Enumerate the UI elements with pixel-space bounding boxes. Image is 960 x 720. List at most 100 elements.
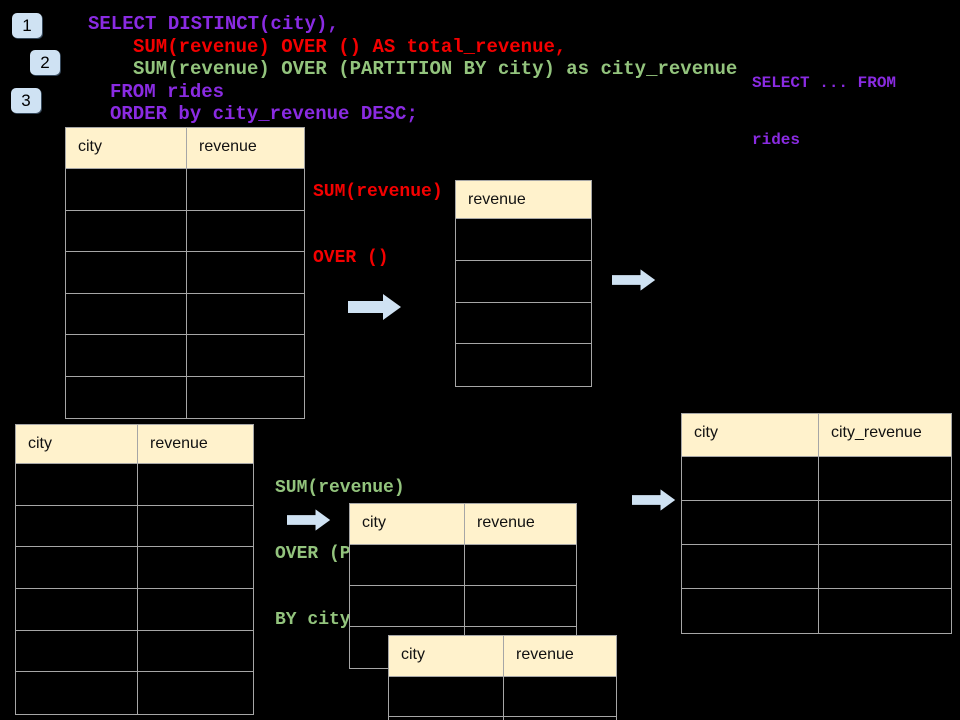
table-cell xyxy=(16,589,137,630)
table-cell xyxy=(66,294,186,335)
table-row xyxy=(350,545,576,586)
table-source-rides-top: city revenue xyxy=(65,127,305,419)
column-header-city-revenue: city_revenue xyxy=(818,414,951,456)
sql-line-total-revenue: SUM(revenue) OVER () AS total_revenue, xyxy=(133,36,567,58)
table-row xyxy=(682,501,951,545)
table-cell xyxy=(682,457,818,500)
column-header-city: city xyxy=(401,646,425,663)
table-cell xyxy=(818,589,951,633)
table-partition-overlay: city revenue xyxy=(388,635,617,720)
table-header-row: city city_revenue xyxy=(682,414,951,457)
table-cell xyxy=(464,586,576,626)
table-cell xyxy=(186,376,304,418)
arrow-right-icon xyxy=(348,294,401,320)
table-row xyxy=(66,169,304,211)
sql-line-city-revenue: SUM(revenue) OVER (PARTITION BY city) as… xyxy=(133,58,738,80)
table-row xyxy=(456,261,591,303)
table-cell xyxy=(456,303,591,344)
table-row xyxy=(389,677,616,717)
table-row xyxy=(682,457,951,501)
table-cell xyxy=(682,501,818,544)
table-cell xyxy=(66,335,186,376)
table-cell xyxy=(137,547,253,589)
arrow-right-icon xyxy=(612,269,656,291)
side-note-line-1: SELECT ... FROM xyxy=(752,74,897,92)
table-body xyxy=(16,464,253,715)
table-cell xyxy=(66,169,186,210)
table-cell xyxy=(186,335,304,376)
arrow-right-icon xyxy=(632,489,676,511)
table-cell xyxy=(464,545,576,585)
table-header-row: city revenue xyxy=(350,504,576,545)
table-cell xyxy=(818,457,951,500)
table-cell xyxy=(66,211,186,252)
table-total-revenue-result: revenue xyxy=(455,180,592,388)
table-cell xyxy=(818,545,951,588)
column-header-city: city xyxy=(362,514,386,531)
side-note-select-from: SELECT ... FROM rides xyxy=(752,36,896,188)
sql-line-order-by: ORDER by city_revenue DESC; xyxy=(110,103,418,125)
table-header-row: city revenue xyxy=(16,425,253,464)
label-sum-over-total: SUM(revenue) OVER () xyxy=(313,137,443,313)
sql-line-from: FROM rides xyxy=(110,81,225,103)
table-body xyxy=(682,457,951,633)
table-cell xyxy=(186,210,304,251)
column-header-revenue: revenue xyxy=(468,191,526,208)
table-header-row: revenue xyxy=(456,181,591,219)
table-cell xyxy=(16,631,137,672)
table-cell xyxy=(350,545,464,585)
table-cell xyxy=(350,586,464,626)
table-row xyxy=(66,376,304,419)
table-row xyxy=(16,589,253,631)
table-cell xyxy=(16,672,137,714)
table-row xyxy=(16,630,253,673)
table-row xyxy=(456,344,591,386)
label-line: OVER () xyxy=(313,248,389,268)
table-row xyxy=(682,545,951,589)
table-row xyxy=(682,589,951,633)
table-cell xyxy=(456,219,591,260)
table-row xyxy=(66,252,304,294)
table-header-row: city revenue xyxy=(66,128,304,169)
table-row xyxy=(456,219,591,261)
table-cell xyxy=(456,344,591,386)
table-cell xyxy=(818,501,951,544)
table-row xyxy=(350,586,576,627)
table-header-row: city revenue xyxy=(389,636,616,677)
label-line: SUM(revenue) xyxy=(275,478,405,498)
table-row xyxy=(16,547,253,590)
table-body xyxy=(66,169,304,418)
table-cell xyxy=(186,169,304,210)
arrow-right-icon xyxy=(287,509,331,531)
table-cell xyxy=(137,464,253,505)
step-badge-1: 1 xyxy=(12,13,42,38)
column-header-revenue: revenue xyxy=(137,425,253,463)
table-cell xyxy=(186,252,304,293)
table-cell xyxy=(16,464,137,505)
table-cell xyxy=(456,261,591,302)
table-cell xyxy=(137,505,253,547)
table-cell xyxy=(682,545,818,588)
table-row xyxy=(16,672,253,715)
column-header-city: city xyxy=(28,435,52,452)
table-cell xyxy=(137,630,253,672)
table-row xyxy=(16,505,253,548)
table-cell xyxy=(66,252,186,293)
table-cell xyxy=(682,589,818,633)
table-cell xyxy=(137,589,253,630)
table-cell xyxy=(503,717,616,720)
table-cell xyxy=(66,377,186,419)
table-body xyxy=(456,219,591,386)
table-city-revenue-result: city city_revenue xyxy=(681,413,952,634)
table-cell xyxy=(503,677,616,716)
step-badge-2: 2 xyxy=(30,50,60,75)
label-line: SUM(revenue) xyxy=(313,182,443,202)
label-line: BY city) xyxy=(275,610,362,630)
sql-line-select: SELECT DISTINCT(city), xyxy=(88,13,339,35)
column-header-revenue: revenue xyxy=(464,504,576,544)
step-badge-3: 3 xyxy=(11,88,41,113)
table-cell xyxy=(16,547,137,588)
table-row xyxy=(389,717,616,720)
table-row xyxy=(66,210,304,252)
table-cell xyxy=(137,672,253,715)
